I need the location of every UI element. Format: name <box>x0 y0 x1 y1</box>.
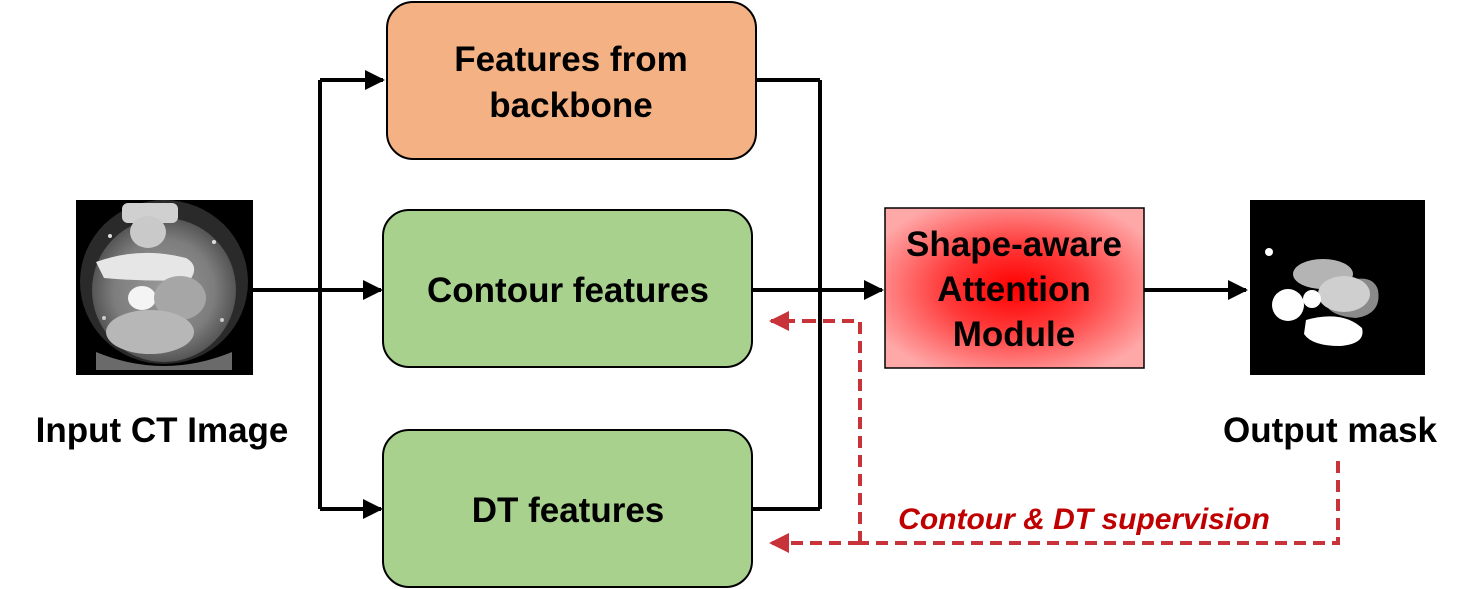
dt-label: DT features <box>472 491 665 530</box>
output-caption: Output mask <box>1223 411 1437 450</box>
backbone-label-line2: backbone <box>489 86 652 125</box>
backbone-label-line1: Features from <box>454 40 687 79</box>
input-caption: Input CT Image <box>36 411 289 450</box>
supervision-label: Contour & DT supervision <box>898 503 1270 536</box>
output-mask-image <box>1250 200 1425 375</box>
attention-module-box: Shape-aware Attention Module <box>884 207 1145 369</box>
branch-connector <box>253 70 385 519</box>
input-ct-image <box>76 200 253 375</box>
backbone-features-box: Features from backbone <box>386 1 757 160</box>
attention-label-line1: Shape-aware <box>906 225 1122 264</box>
supervision-feedback <box>769 311 1340 553</box>
merge-connector <box>752 78 884 511</box>
contour-features-box: Contour features <box>382 209 753 368</box>
contour-label: Contour features <box>427 271 709 310</box>
attention-label-line2: Attention <box>937 270 1091 309</box>
attention-label-line3: Module <box>953 315 1075 354</box>
dt-features-box: DT features <box>382 429 753 588</box>
